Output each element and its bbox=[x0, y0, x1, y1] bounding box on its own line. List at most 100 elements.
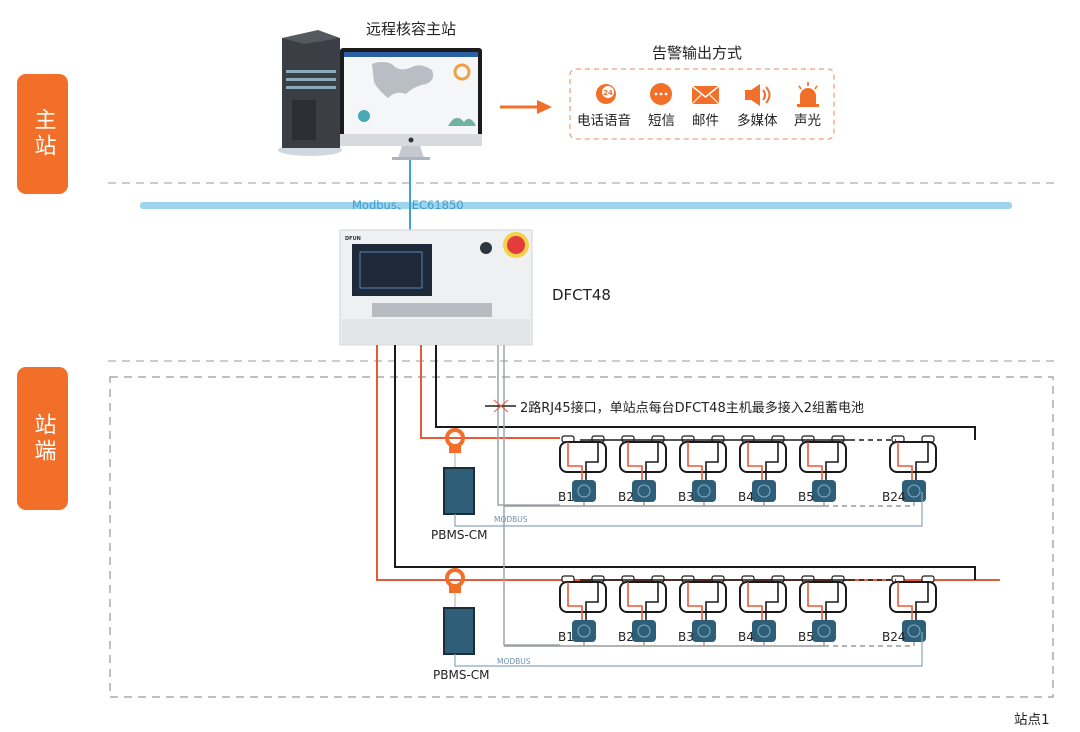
sense-wire-negative bbox=[585, 582, 599, 622]
section-label-master: 主站 bbox=[17, 74, 68, 194]
cell-sensor bbox=[752, 480, 776, 502]
section-label-master-text: 主站 bbox=[30, 108, 56, 160]
alarm-method-label: 电话语音 bbox=[577, 113, 631, 129]
battery-body bbox=[889, 441, 937, 473]
sms-bubble-icon bbox=[650, 83, 672, 105]
cell-sensor-dial bbox=[577, 484, 591, 498]
server-tower-icon bbox=[278, 30, 342, 156]
cell-sensor bbox=[902, 620, 926, 642]
cell-label: B1 bbox=[558, 630, 574, 644]
cell-sensor-dial bbox=[907, 484, 921, 498]
cell-sensor-dial bbox=[637, 484, 651, 498]
alarm-title: 告警输出方式 bbox=[652, 44, 743, 62]
sense-wire-negative bbox=[825, 442, 839, 482]
cell-label: B5 bbox=[798, 630, 814, 644]
sense-wire-negative bbox=[585, 442, 599, 482]
cell-sensor-dial bbox=[697, 624, 711, 638]
cell-label: B24 bbox=[882, 630, 906, 644]
cell-label: B3 bbox=[678, 630, 694, 644]
sense-wire-positive bbox=[627, 582, 643, 622]
battery-body bbox=[889, 581, 937, 613]
sense-wire-negative bbox=[705, 442, 719, 482]
battery-body bbox=[739, 581, 787, 613]
master-station-title: 远程核容主站 bbox=[366, 20, 457, 38]
rj45-note: 2路RJ45接口，单站点每台DFCT48主机最多接入2组蓄电池 bbox=[520, 401, 864, 416]
host-model-label: DFCT48 bbox=[552, 286, 611, 304]
cell-sensor bbox=[812, 620, 836, 642]
battery-cell bbox=[889, 435, 937, 506]
alarm-method-label: 声光 bbox=[794, 113, 821, 129]
cell-sensor-dial bbox=[817, 624, 831, 638]
section-label-station: 站端 bbox=[17, 367, 68, 510]
cell-sensor-dial bbox=[907, 624, 921, 638]
battery-body bbox=[679, 441, 727, 473]
cell-label: B3 bbox=[678, 490, 694, 504]
cell-sensor-dial bbox=[757, 484, 771, 498]
cell-label: B2 bbox=[618, 490, 634, 504]
speaker-icon bbox=[745, 84, 771, 106]
alarm-method-label: 邮件 bbox=[692, 113, 719, 129]
sense-wire-positive bbox=[897, 582, 913, 622]
cell-label: B24 bbox=[882, 490, 906, 504]
battery-groups bbox=[443, 428, 937, 667]
sense-wire-positive bbox=[747, 442, 763, 482]
cell-sensor-dial bbox=[757, 624, 771, 638]
sense-wire-positive bbox=[567, 582, 583, 622]
cell-sensor bbox=[692, 620, 716, 642]
battery-group bbox=[443, 568, 923, 667]
sense-wire-negative bbox=[645, 442, 659, 482]
sense-wire-negative bbox=[705, 582, 719, 622]
sense-wire-positive bbox=[627, 442, 643, 482]
sense-wire-negative bbox=[825, 582, 839, 622]
battery-body bbox=[799, 581, 847, 613]
pbms-cm-device bbox=[443, 467, 475, 515]
alarm-method-label: 多媒体 bbox=[737, 113, 778, 129]
monitor-dashboard-icon bbox=[340, 48, 482, 160]
cell-sensor bbox=[572, 620, 596, 642]
section-label-station-text: 站端 bbox=[30, 412, 56, 465]
network-bus bbox=[140, 202, 1012, 209]
svg-text:24: 24 bbox=[603, 89, 613, 97]
current-sensor-base bbox=[449, 445, 461, 453]
modbus-line bbox=[454, 632, 923, 667]
pbms-cm-device bbox=[443, 607, 475, 655]
battery-body bbox=[799, 441, 847, 473]
phone-24-icon: 24 bbox=[596, 84, 616, 104]
battery-body bbox=[619, 581, 667, 613]
battery-cell bbox=[619, 435, 667, 506]
site-boundary-box bbox=[109, 376, 1054, 698]
sense-wire-positive bbox=[807, 442, 823, 482]
battery-body bbox=[739, 441, 787, 473]
cell-label: B5 bbox=[798, 490, 814, 504]
cell-sensor bbox=[902, 480, 926, 502]
alarm-method-label: 短信 bbox=[648, 113, 675, 129]
dfct48-device: DFUN bbox=[339, 229, 533, 346]
battery-body bbox=[559, 581, 607, 613]
siren-light-icon bbox=[797, 82, 819, 107]
monitor-label: PBMS-CM bbox=[433, 668, 490, 682]
cell-sensor bbox=[632, 620, 656, 642]
sense-wire-positive bbox=[567, 442, 583, 482]
modbus-label: MODBUS bbox=[494, 515, 528, 524]
network-bus-label: Modbus、IEC61850 bbox=[352, 198, 464, 212]
battery-cell bbox=[799, 435, 847, 506]
cell-sensor bbox=[572, 480, 596, 502]
sense-wire-negative bbox=[915, 582, 929, 622]
sense-wire-positive bbox=[897, 442, 913, 482]
cell-sensor-dial bbox=[577, 624, 591, 638]
battery-cell bbox=[679, 435, 727, 506]
battery-body bbox=[559, 441, 607, 473]
modbus-label: MODBUS bbox=[497, 657, 531, 666]
cell-sensor bbox=[812, 480, 836, 502]
modbus-line bbox=[454, 492, 923, 527]
current-sensor-icon bbox=[445, 568, 465, 588]
monitor-label: PBMS-CM bbox=[431, 528, 488, 542]
sense-wire-positive bbox=[687, 582, 703, 622]
battery-body bbox=[619, 441, 667, 473]
sense-wire-negative bbox=[645, 582, 659, 622]
cell-sensor-dial bbox=[817, 484, 831, 498]
alarm-arrow-head bbox=[537, 100, 552, 114]
alarm-methods-box bbox=[569, 68, 835, 140]
sense-wire-negative bbox=[915, 442, 929, 482]
battery-cell bbox=[889, 575, 937, 646]
